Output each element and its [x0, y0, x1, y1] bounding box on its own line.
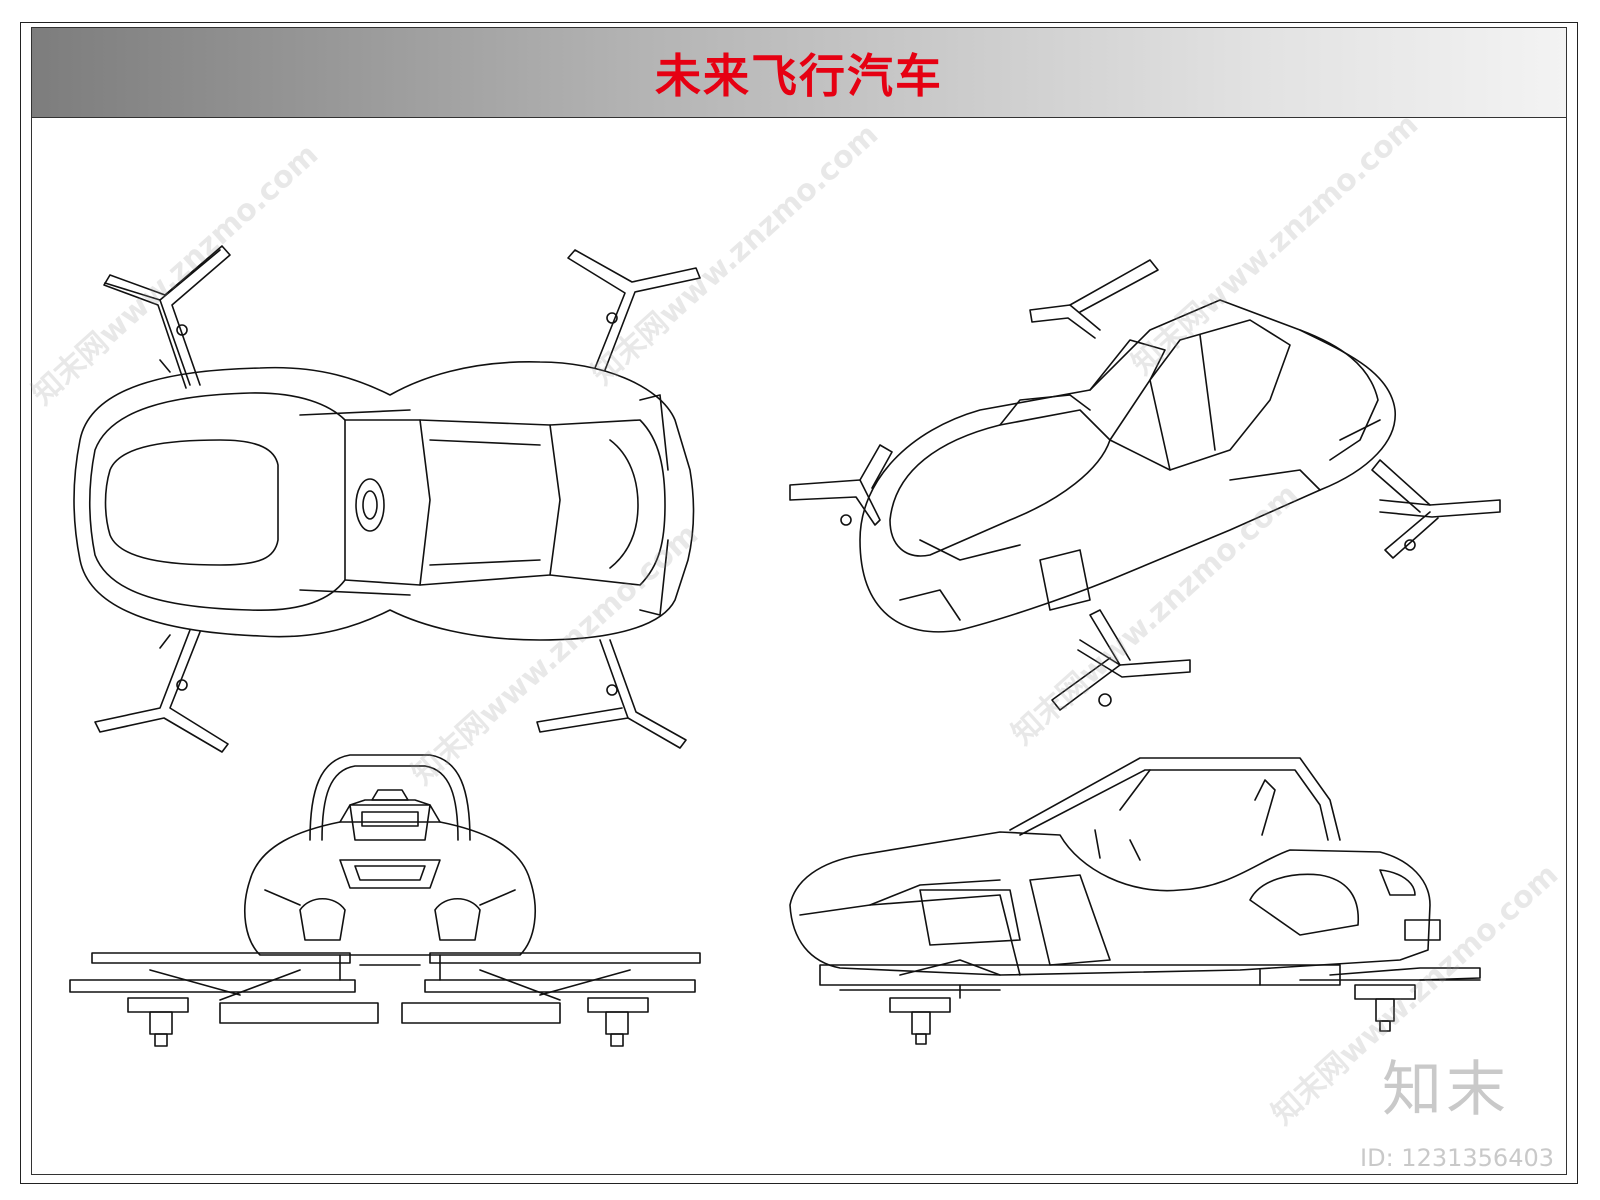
- outer-frame: [20, 22, 1578, 1184]
- side-motor-left: [889, 997, 951, 1045]
- inner-frame: [31, 27, 1567, 1175]
- front-body-outline: [244, 821, 536, 956]
- front-view: [69, 754, 701, 1047]
- top-rotor-bottom-left: [94, 629, 229, 753]
- top-view: [73, 245, 701, 753]
- side-motor-right: [1354, 984, 1416, 1032]
- top-rotor-bottom-right: [536, 639, 687, 749]
- image-id: ID: 1231356403: [1360, 1144, 1554, 1172]
- brand-logo: 知末: [1382, 1055, 1510, 1125]
- top-body-outline: [73, 361, 695, 641]
- perspective-body-outline: [859, 299, 1396, 633]
- top-rotor-top-right: [567, 249, 701, 371]
- top-rotor-top-left: [103, 245, 231, 389]
- side-view: [789, 757, 1481, 1045]
- page-title: 未来飞行汽车: [655, 48, 943, 103]
- front-motor-right: [587, 997, 649, 1047]
- front-motor-left: [127, 997, 189, 1047]
- perspective-view: [789, 259, 1501, 711]
- title-bar: 未来飞行汽车: [32, 28, 1566, 118]
- side-body-outline: [789, 831, 1431, 976]
